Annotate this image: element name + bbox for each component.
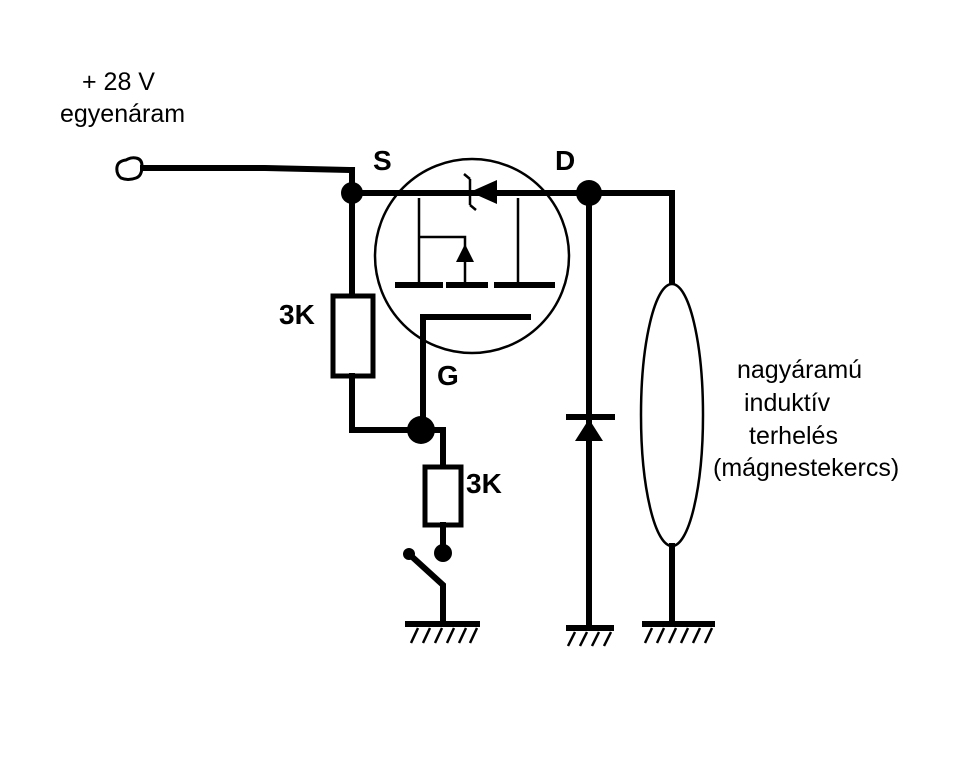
supply-voltage-label: + 28 V xyxy=(82,68,155,96)
source-terminal-label: S xyxy=(373,145,392,176)
drain-terminal-label: D xyxy=(555,145,575,176)
ground-symbol-switch xyxy=(405,621,480,644)
load-label-line2: induktív xyxy=(744,389,831,417)
load-label-line1: nagyáramú xyxy=(737,356,862,384)
mosfet-envelope xyxy=(373,157,571,355)
switch-contact-top xyxy=(434,544,452,562)
source-drain-top-wire xyxy=(349,190,675,288)
inductive-load-coil xyxy=(639,282,705,548)
switch-blade xyxy=(404,549,446,627)
supply-terminal xyxy=(115,156,144,181)
mosfet-symbol xyxy=(395,173,555,320)
gate-to-r2-wire xyxy=(418,427,446,470)
freewheel-diode xyxy=(566,414,615,441)
resistor-r2 xyxy=(422,464,464,528)
resistor-r1 xyxy=(330,293,376,379)
gate-terminal-label: G xyxy=(437,360,459,391)
load-label-line3: terhelés xyxy=(749,422,838,450)
resistor-r2-label: 3K xyxy=(466,468,502,499)
ground-symbol-load xyxy=(642,621,715,644)
r1-to-gate-wire xyxy=(349,373,424,433)
load-label-line4: (mágnestekercs) xyxy=(713,454,899,482)
supply-type-label: egyenáram xyxy=(60,100,185,128)
resistor-r1-label: 3K xyxy=(279,299,315,330)
supply-wire xyxy=(140,165,356,174)
ground-symbol-diode xyxy=(566,625,614,647)
